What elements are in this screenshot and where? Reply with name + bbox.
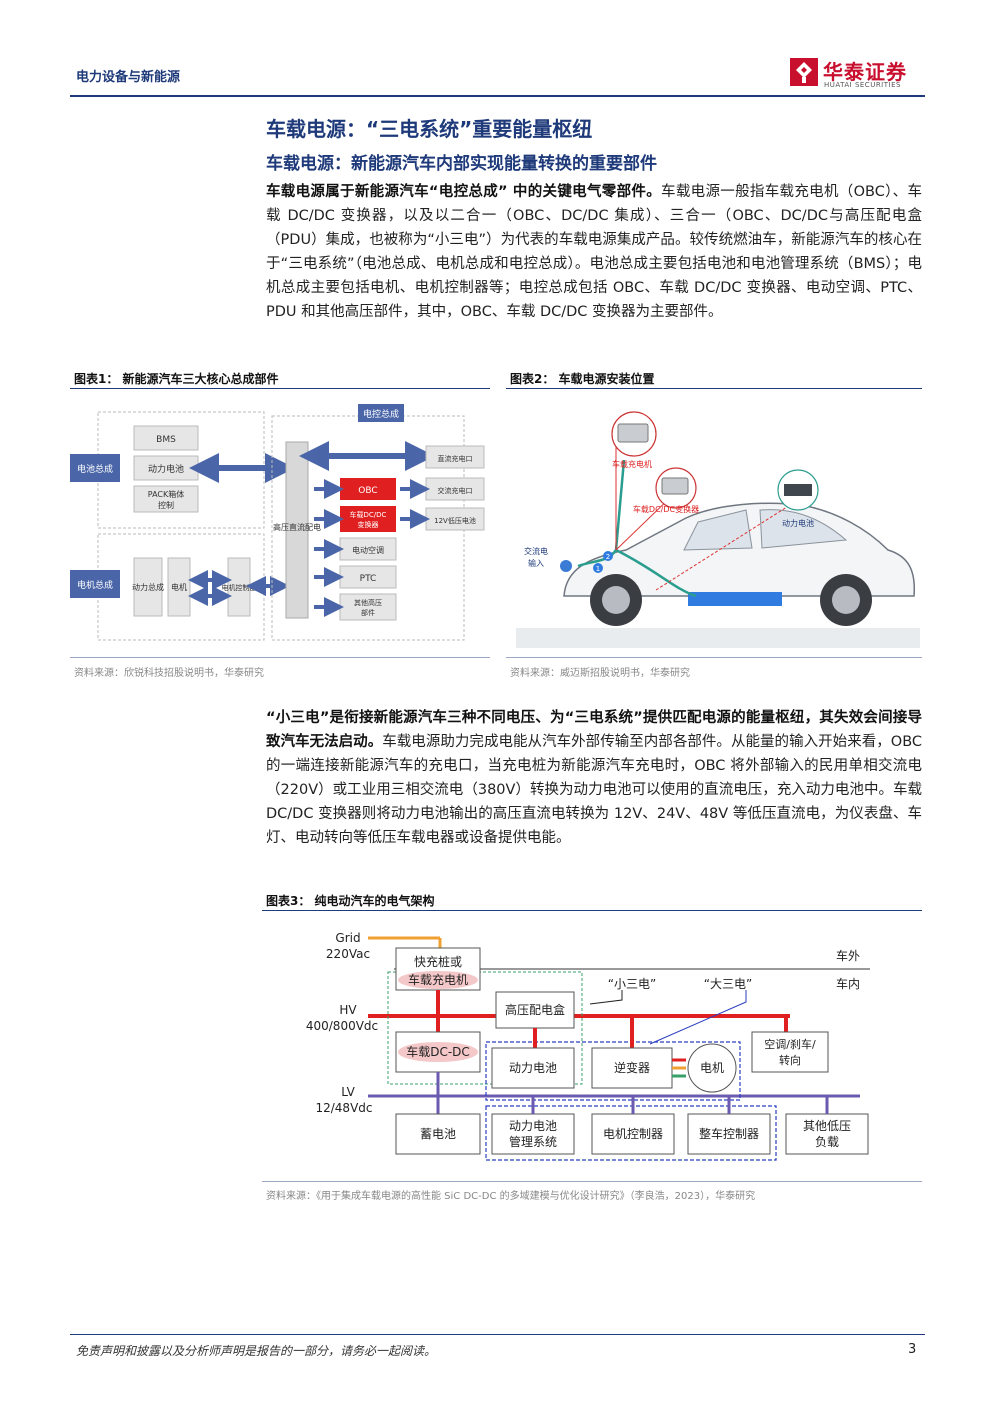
other-hv-label-2: 部件 <box>361 608 375 617</box>
powertrain-label: 动力总成 <box>132 582 164 592</box>
motor-controller-label: 电机控制器 <box>222 583 257 592</box>
dc-charge-port-label: 直流充电口 <box>438 454 473 463</box>
figure-2-source: 资料来源：威迈斯招股说明书，华泰研究 <box>510 668 690 679</box>
paragraph-1-lead: 车载电源属于新能源汽车“电控总成” 中的关键电气零部件。 <box>266 184 662 200</box>
figure-1-top-rule <box>70 388 490 389</box>
figure-3-source: 资料来源：《用于集成车载电源的高性能 SiC DC-DC 的多域建模与优化设计研… <box>266 1191 756 1202</box>
paragraph-2: “小三电”是衔接新能源汽车三种不同电压、为“三电系统”提供匹配电源的能量枢纽，其… <box>266 706 922 850</box>
figure-1-title: 图表1： 新能源汽车三大核心总成部件 <box>74 372 279 386</box>
callout-1: 1 <box>596 565 600 573</box>
subsection-heading: 车载电源：新能源汽车内部实现能量转换的重要部件 <box>266 154 657 174</box>
small-three-label: “小三电” <box>608 977 656 991</box>
other-lv-load-label: 其他低压 <box>803 1119 851 1133</box>
fast-charger-label: 快充桩或 <box>414 954 462 969</box>
inside-vehicle-label: 车内 <box>836 976 860 991</box>
callout-2: 2 <box>606 553 610 561</box>
obc-label-fig3: 车载充电机 <box>408 972 468 987</box>
bms-label: BMS <box>156 435 176 445</box>
pack-label-2: 控制 <box>158 500 174 510</box>
inverter-label: 逆变器 <box>614 1060 650 1075</box>
power-battery-pack-graphic <box>688 592 782 606</box>
ptc-label: PTC <box>360 574 377 584</box>
figure-2-car-illustration: 1 2 车载充电机 车载DC/DC变换器 动力电池 交流电 输入 <box>516 400 920 650</box>
power-battery-label-fig3: 动力电池 <box>509 1061 557 1075</box>
brand-name-cn: 华泰证券 <box>823 60 907 84</box>
hv-label: HV <box>339 1003 357 1017</box>
figure-2-title: 图表2： 车载电源安装位置 <box>510 372 655 386</box>
lv-voltage-label: 12/48Vdc <box>315 1101 372 1115</box>
aux-load-label-2: 转向 <box>779 1053 801 1067</box>
dcdc-label-fig1: 车载DC/DC <box>350 510 387 519</box>
vcu-label: 整车控制器 <box>699 1126 759 1141</box>
battery-assembly-label: 电池总成 <box>77 463 113 475</box>
lead-acid-battery-label: 蓄电池 <box>420 1127 456 1141</box>
disclaimer: 免责声明和披露以及分析师声明是报告的一部分，请务必一起阅读。 <box>76 1344 437 1358</box>
obc-label-fig1: OBC <box>358 486 377 496</box>
header-divider <box>70 95 925 97</box>
electric-ac-label: 电动空调 <box>352 545 384 555</box>
grid-label: Grid <box>335 931 360 945</box>
ac-input-label: 交流电 <box>524 546 548 556</box>
motor-assembly-label: 电机总成 <box>77 579 113 591</box>
figure-3-top-rule <box>262 910 922 911</box>
power-battery-label: 动力电池 <box>148 463 184 475</box>
section-heading: 车载电源：“三电系统”重要能量枢纽 <box>266 117 593 141</box>
huatai-logo: 华泰证券 HUATAI SECURITIES <box>790 56 925 92</box>
other-hv-label: 其他高压 <box>354 598 382 607</box>
battery-callout-label: 动力电池 <box>782 518 814 528</box>
big-three-label: “大三电” <box>704 977 752 991</box>
figure-3-bottom-rule <box>262 1181 922 1182</box>
grid-voltage-label: 220Vac <box>326 947 370 961</box>
footer-divider <box>70 1334 925 1335</box>
outside-vehicle-label: 车外 <box>836 948 860 963</box>
other-lv-load-label-2: 负载 <box>815 1135 839 1149</box>
obc-callout-label: 车载充电机 <box>612 459 652 469</box>
figure-2-bottom-rule <box>506 657 922 658</box>
hv-dc-box-label: 高压直流配电 <box>273 522 321 532</box>
huatai-logo-icon <box>790 58 818 86</box>
bms-label-fig3-2: 管理系统 <box>509 1134 557 1149</box>
brand-name-en: HUATAI SECURITIES <box>824 81 901 89</box>
figure-1-source: 资料来源：欣锐科技招股说明书，华泰研究 <box>74 668 264 679</box>
lv-battery-label: 12V低压电池 <box>434 516 476 525</box>
dcdc-callout-label: 车载DC/DC变换器 <box>633 504 699 514</box>
report-section-title: 电力设备与新能源 <box>76 70 181 85</box>
pack-label: PACK箱体 <box>148 489 184 499</box>
dcdc-label-fig1-2: 变换器 <box>358 520 379 529</box>
control-assembly-label: 电控总成 <box>363 408 399 420</box>
figure-2-top-rule <box>506 388 922 389</box>
ac-charge-port-label: 交流充电口 <box>438 486 473 495</box>
figure-3-title: 图表3： 纯电动汽车的电气架构 <box>266 894 435 908</box>
page-number: 3 <box>908 1342 917 1357</box>
paragraph-1: 车载电源属于新能源汽车“电控总成” 中的关键电气零部件。车载电源一般指车载充电机… <box>266 180 922 324</box>
pdu-label: 高压配电盒 <box>505 1002 565 1017</box>
motor-label-fig3: 电机 <box>700 1061 724 1075</box>
motor-controller-label-fig3: 电机控制器 <box>603 1127 663 1141</box>
motor-label: 电机 <box>171 582 187 592</box>
lv-label: LV <box>341 1085 355 1099</box>
figure-1-bottom-rule <box>70 657 490 658</box>
paragraph-2-body: 车载电源助力完成电能从汽车外部传输至内部各部件。从能量的输入开始来看，OBC 的… <box>266 734 923 846</box>
figure-1-diagram: 电池总成 BMS 动力电池 PACK箱体 控制 电机总成 动力总成 电机 电机控… <box>70 404 485 641</box>
dcdc-label-fig3: 车载DC-DC <box>406 1044 470 1059</box>
hv-voltage-label: 400/800Vdc <box>306 1019 378 1033</box>
figure-3-architecture-diagram: Grid 220Vac HV 400/800Vdc LV 12/48Vdc 车外… <box>306 931 870 1161</box>
bms-label-fig3: 动力电池 <box>509 1119 557 1133</box>
aux-load-label: 空调/刹车/ <box>764 1037 816 1051</box>
ac-input-label-2: 输入 <box>528 558 544 568</box>
paragraph-1-body: 车载电源一般指车载充电机（OBC）、车载 DC/DC 变换器，以及以二合一（OB… <box>266 184 922 320</box>
paragraph-2-lead: “小三电”是衔接新能源汽车三种不同电压、为“三电系统”提供匹配电源的能量枢纽，其… <box>266 710 922 750</box>
